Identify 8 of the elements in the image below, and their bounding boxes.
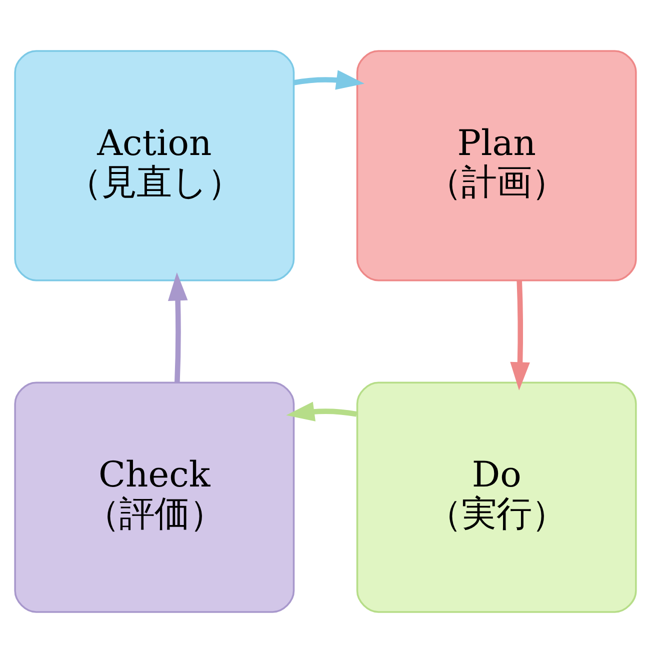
node-box: Do （実行） <box>356 381 637 612</box>
node-box: Plan （計画） <box>356 50 637 281</box>
node-box: Check （評価） <box>14 381 295 612</box>
arrow <box>286 401 358 421</box>
arrow <box>510 280 530 390</box>
arrow <box>294 70 365 90</box>
node-box: Action （見直し） <box>14 50 295 281</box>
arrow <box>168 272 188 382</box>
